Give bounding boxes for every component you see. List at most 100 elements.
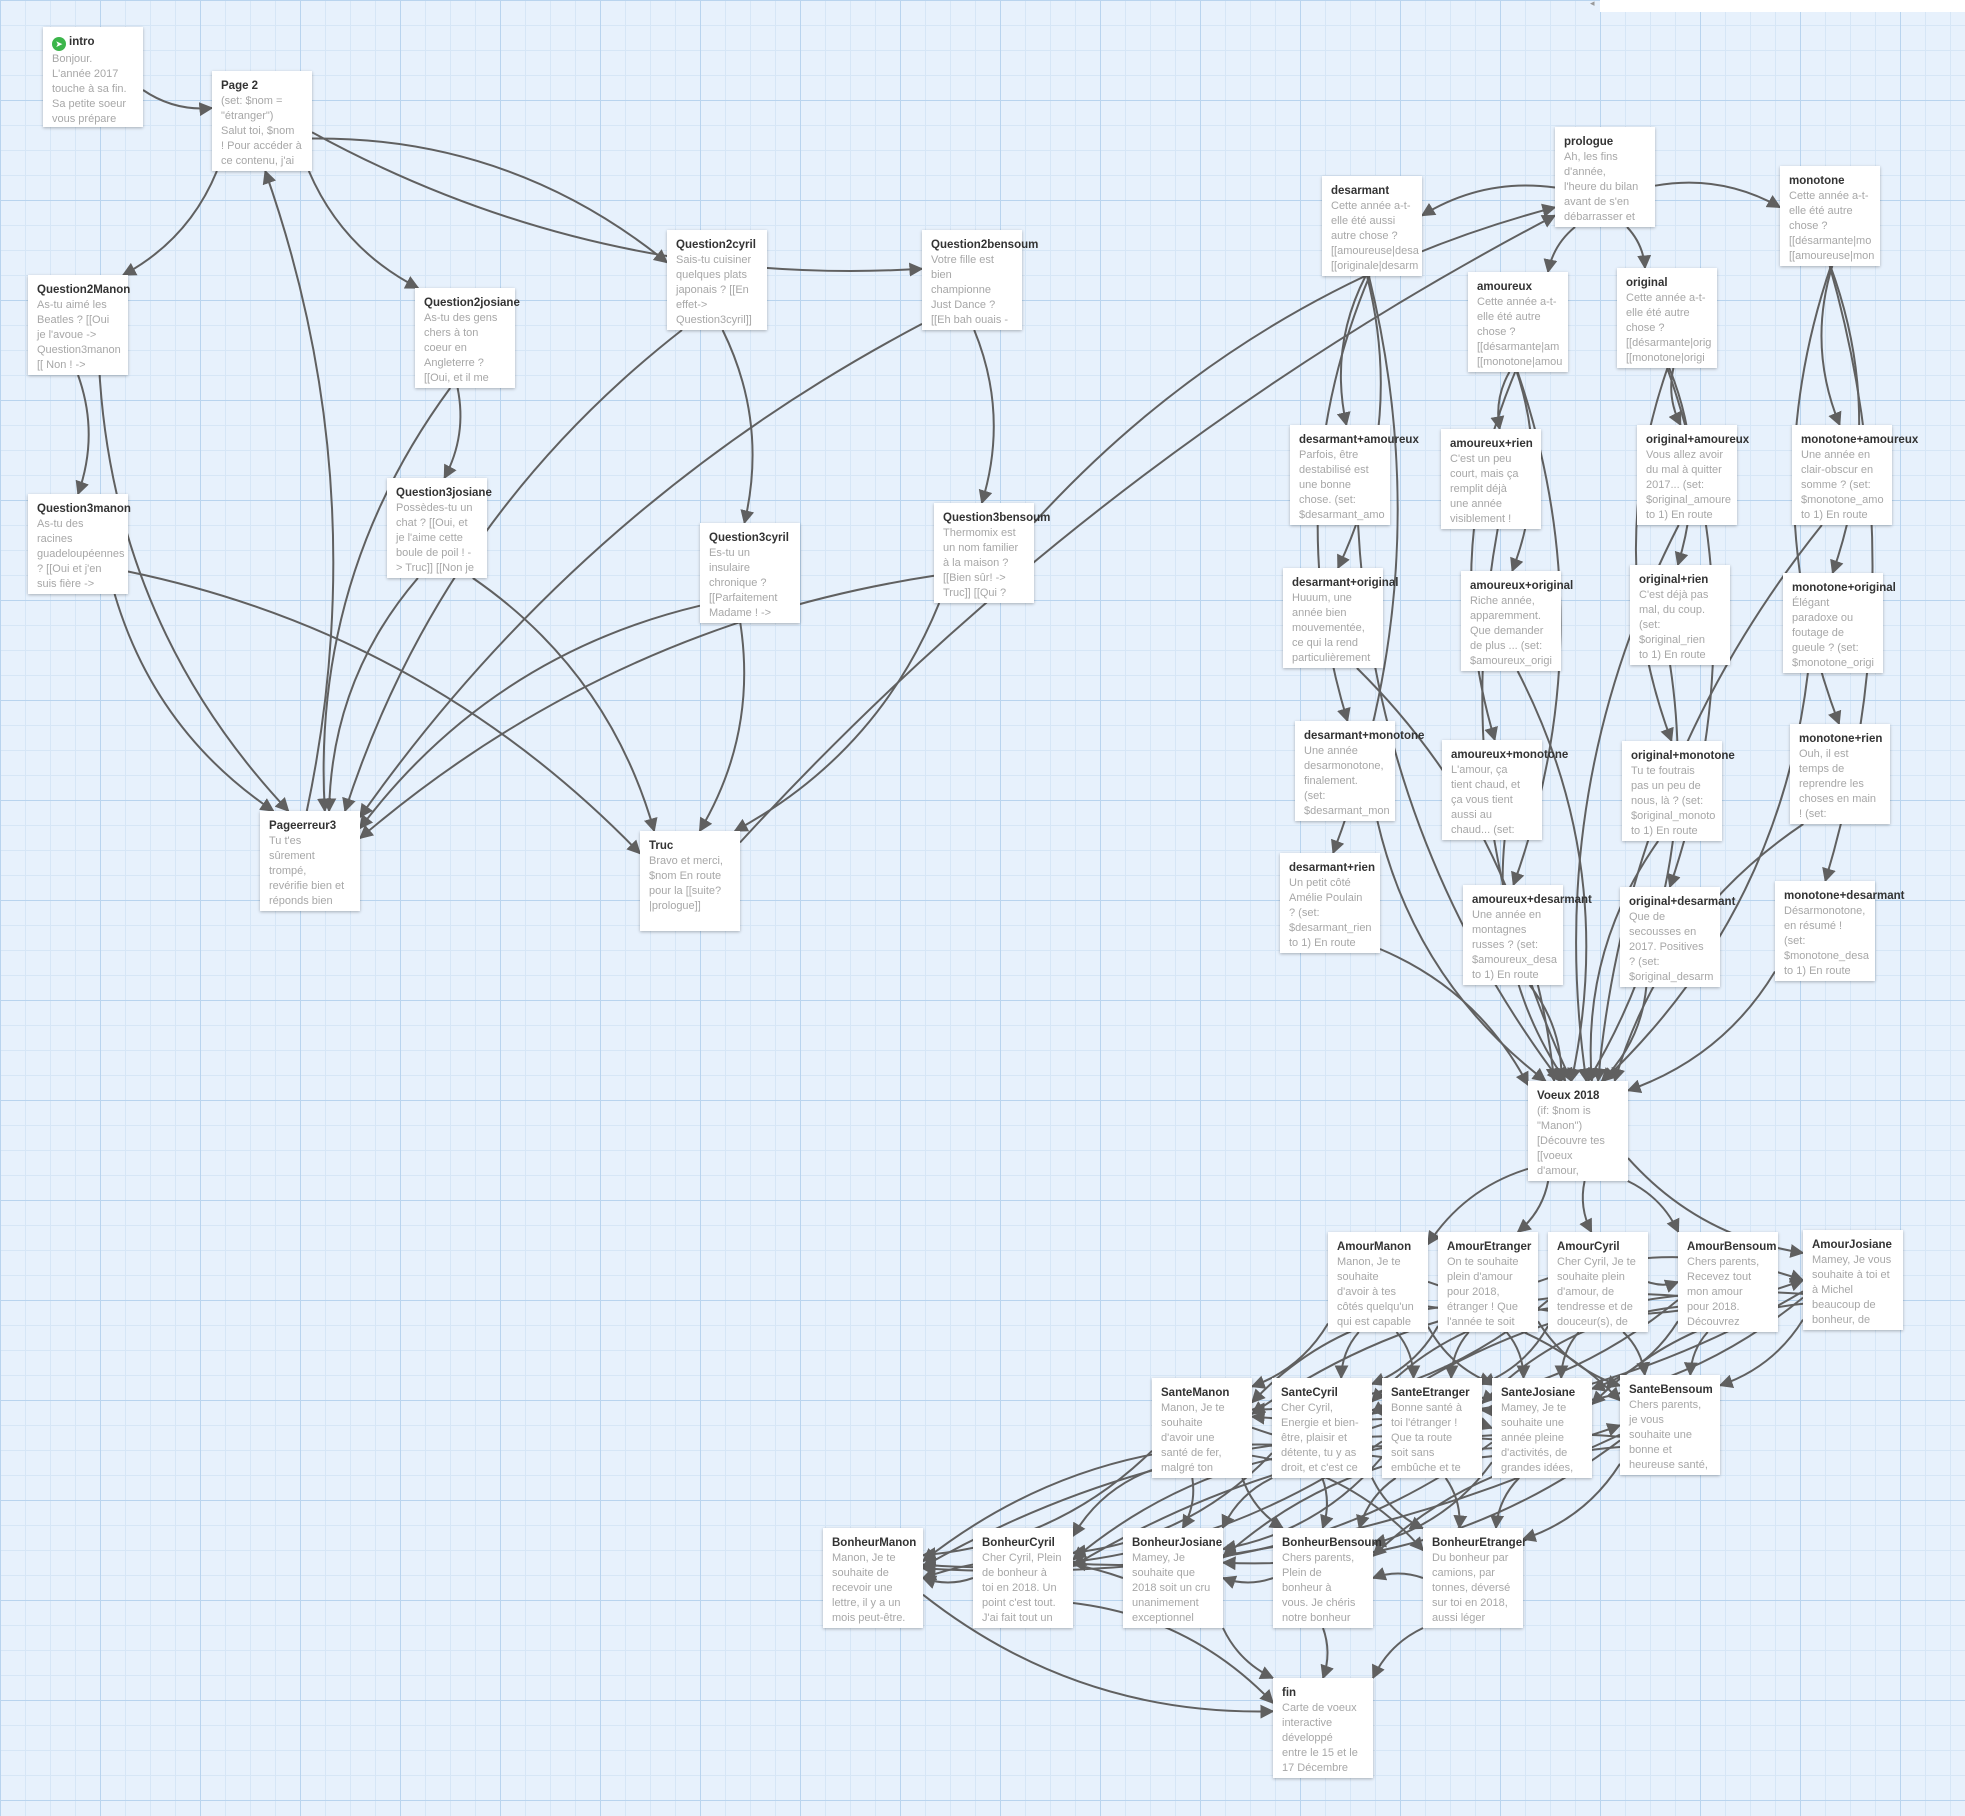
passage-title: SanteManon xyxy=(1161,1386,1244,1400)
passage-title: AmourBensoum xyxy=(1687,1240,1776,1254)
passage-excerpt: C'est un peu court, mais ça remplit déjà… xyxy=(1450,453,1519,525)
passage-title: BonheurJosiane xyxy=(1132,1536,1222,1550)
passage-excerpt: Tu t'es sûrement trompé, revérifie bien … xyxy=(269,835,345,907)
passage-excerpt: Sais-tu cuisiner quelques plats japonais… xyxy=(676,254,752,326)
passage-card-pageerreur3[interactable]: Pageerreur3 Tu t'es sûrement trompé, revé… xyxy=(260,811,360,911)
link-arrow-prologue-to-amoureux xyxy=(1543,226,1576,274)
link-arrow-amourcyril-to-santejosiane xyxy=(1554,1331,1580,1380)
link-arrow-monotone-to-mono_ori xyxy=(1829,265,1861,575)
passage-excerpt: Chers parents, Plein de bonheur à vous. … xyxy=(1282,1552,1356,1624)
passage-title: amoureux+desarmant xyxy=(1472,893,1592,907)
passage-title-text: SanteCyril xyxy=(1281,1387,1338,1399)
passage-excerpt: Mamey, Je vous souhaite à toi et à Miche… xyxy=(1812,1254,1892,1326)
passage-title: original xyxy=(1626,276,1709,290)
passage-title: SanteEtranger xyxy=(1391,1386,1474,1400)
passage-card-voeux[interactable]: Voeux 2018(if: $nom is "Manon") [Découvr… xyxy=(1528,1081,1628,1181)
passage-title: SanteCyril xyxy=(1281,1386,1364,1400)
passage-excerpt: Chers parents, je vous souhaite une bonn… xyxy=(1629,1399,1708,1471)
passage-title: Page 2 xyxy=(221,79,304,93)
link-arrow-mono_des-to-voeux xyxy=(1626,970,1776,1093)
passage-title: Question3josiane xyxy=(396,486,492,500)
passage-title-text: Question3josiane xyxy=(396,487,492,499)
passage-excerpt: Un petit côté Amélie Poulain ? (set: $de… xyxy=(1289,877,1372,949)
link-arrow-q3cyril-to-pageerreur3 xyxy=(359,604,701,830)
passage-excerpt: Parfois, être destabilisé est une bonne … xyxy=(1299,449,1385,521)
passage-excerpt: Du bonheur par camions, par tonnes, déve… xyxy=(1432,1552,1511,1624)
passage-excerpt: Ouh, il est temps de reprendre les chose… xyxy=(1799,748,1877,820)
passage-title: Question2bensoum xyxy=(931,238,1038,252)
link-arrow-santemanon-to-bonheurjosiane xyxy=(1181,1477,1196,1530)
passage-title: Question3manon xyxy=(37,502,131,516)
link-arrow-ori_rien-to-voeux xyxy=(1587,664,1679,1083)
link-arrow-santecyril-to-bonheurbensoum xyxy=(1320,1477,1334,1530)
passage-title-text: AmourJosiane xyxy=(1812,1239,1892,1251)
link-arrow-amo_ori-to-voeux xyxy=(1516,670,1588,1083)
passage-title: AmourManon xyxy=(1337,1240,1420,1254)
collapse-arrow-icon[interactable]: ◂ xyxy=(1590,0,1595,8)
passage-title: BonheurCyril xyxy=(982,1536,1065,1550)
passage-title: Question3cyril xyxy=(709,531,792,545)
passage-title-text: Truc xyxy=(649,840,674,852)
passage-title-text: Pageerreur3 xyxy=(269,820,337,832)
passage-title: desarmant+amoureux xyxy=(1299,433,1419,447)
passage-title-text: monotone+amoureux xyxy=(1801,434,1919,446)
passage-excerpt: Bonjour. L'année 2017 touche à sa fin. S… xyxy=(52,53,127,125)
link-arrow-bonheurbensoum-to-bonheurjosiane xyxy=(1221,1575,1274,1589)
link-arrow-pageerreur3-to-page2 xyxy=(262,169,335,812)
passage-excerpt: Cette année a-t- elle été aussi autre ch… xyxy=(1331,200,1419,272)
passage-title-text: monotone+rien xyxy=(1799,733,1883,745)
passage-card-page2[interactable]: Page 2(set: $nom = "étranger") Salut toi… xyxy=(212,71,312,171)
passage-title: prologue xyxy=(1564,135,1647,149)
passage-title: Pageerreur3 xyxy=(269,819,352,833)
link-arrow-intro-to-page2 xyxy=(142,89,214,117)
